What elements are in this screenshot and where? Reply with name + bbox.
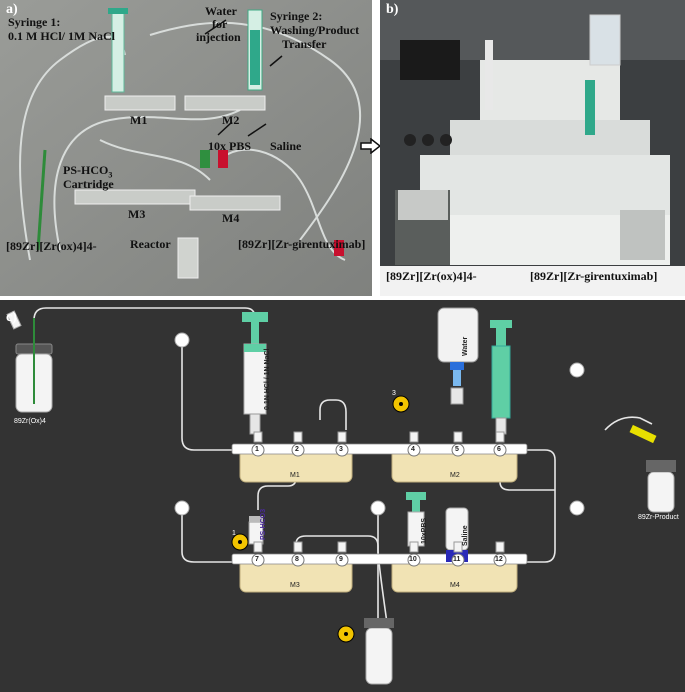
pbs-label: 10x PBS [208, 139, 252, 153]
panel-a-illustration [0, 0, 372, 296]
valve-stopcock [453, 431, 463, 443]
port-number: 1 [255, 446, 259, 453]
valve-port [335, 553, 349, 567]
valve-stopcock [293, 541, 303, 553]
port-number: 3 [339, 446, 343, 453]
valve-ports [251, 431, 507, 567]
syringe2-content-2: Transfer [282, 37, 327, 51]
port-number: 8 [295, 556, 299, 563]
valve-stopcock [253, 431, 263, 443]
valve-stopcock [293, 431, 303, 443]
zr-gir-label-a: [89Zr][Zr-girentuximab] [238, 237, 366, 251]
port-number: 6 [497, 446, 501, 453]
panel-c-schematic [0, 300, 685, 692]
panel-a-photo: a) Syringe 1: 0.1 M HCl/ 1M NaCl Water f… [0, 0, 372, 296]
cartridge-diagram-label: PS-HCO3 [260, 508, 267, 540]
radiation-number-1: 1 [232, 530, 236, 537]
valve-stopcock [495, 431, 505, 443]
water-label-3: injection [196, 30, 241, 44]
valve-stopcock [409, 431, 419, 443]
manifold-m2: M2 [450, 472, 460, 479]
radiation-number-3: 3 [392, 390, 396, 397]
syringe2-label: Syringe 2: [270, 9, 323, 23]
port-number: 4 [411, 446, 415, 453]
manifold-m4-label: M4 [222, 211, 240, 225]
valve-port [291, 443, 305, 457]
water-label-2: for [212, 17, 228, 31]
manifold-m3-label: M3 [128, 207, 146, 221]
zr-ox-label-b: [89Zr][Zr(ox)4]4- [386, 269, 477, 283]
reactor-label: Reactor [130, 237, 171, 251]
panel-a-letter: a) [6, 2, 18, 17]
panel-b-illustration [380, 0, 685, 296]
valve-stopcock [337, 431, 347, 443]
manifold-m2-label: M2 [222, 113, 240, 127]
manifold-m1: M1 [290, 472, 300, 479]
valve-port [493, 443, 507, 457]
manifold-m4: M4 [450, 582, 460, 589]
valve-stopcock [337, 541, 347, 553]
panel-b-letter: b) [386, 2, 399, 17]
water-bag-label: Water [462, 336, 469, 356]
panel-c-diagram: c) 89Zr(Ox)4 0.1N HCl / 1N NaCl Water PS… [0, 300, 685, 692]
vial-left-label: 89Zr(Ox)4 [14, 418, 46, 425]
panel-b-photo: b) [89Zr][Zr(ox)4]4- [89Zr][Zr-girentuxi… [380, 0, 685, 296]
zr-ox-label-a: [89Zr][Zr(ox)4]4- [6, 239, 97, 253]
pbs-diagram-label: 10xPBS [421, 517, 428, 544]
port-number: 7 [255, 556, 259, 563]
valve-port [251, 443, 265, 457]
valve-stopcock [409, 541, 419, 553]
valve-port [407, 553, 421, 567]
port-number: 11 [453, 556, 461, 563]
port-number: 2 [295, 446, 299, 453]
radiation-icon [231, 395, 410, 643]
valve-port [251, 553, 265, 567]
port-number: 12 [495, 556, 503, 563]
valve-stopcock [495, 541, 505, 553]
water-label-1: Water [205, 4, 237, 18]
cartridge-label-1: PS-HCO3 [63, 163, 113, 180]
product-label: 89Zr-Product [638, 514, 679, 521]
syringe1-content: 0.1 M HCl/ 1M NaCl [8, 29, 115, 43]
port-number: 9 [339, 556, 343, 563]
valve-port [493, 553, 507, 567]
cartridge-label-2: Cartridge [63, 177, 114, 191]
valve-stopcock [453, 541, 463, 553]
port-number: 5 [455, 446, 459, 453]
manifold-m3: M3 [290, 582, 300, 589]
arrow-right-icon [360, 137, 382, 159]
syringe1-diagram-label: 0.1N HCl / 1N NaCl [264, 348, 271, 410]
saline-diagram-label: Saline [462, 525, 469, 546]
panel-c-letter: c) [6, 310, 17, 325]
valve-port [407, 443, 421, 457]
zr-gir-label-b: [89Zr][Zr-girentuximab] [530, 269, 658, 283]
syringe1-label: Syringe 1: [8, 15, 61, 29]
port-number: 10 [409, 556, 417, 563]
valve-port [335, 443, 349, 457]
valve-port [451, 443, 465, 457]
valve-port [451, 553, 465, 567]
syringe2-content-1: Washing/Product [270, 23, 360, 37]
manifold-m1-label: M1 [130, 113, 148, 127]
valve-port [291, 553, 305, 567]
valve-stopcock [253, 541, 263, 553]
saline-label: Saline [270, 139, 302, 153]
